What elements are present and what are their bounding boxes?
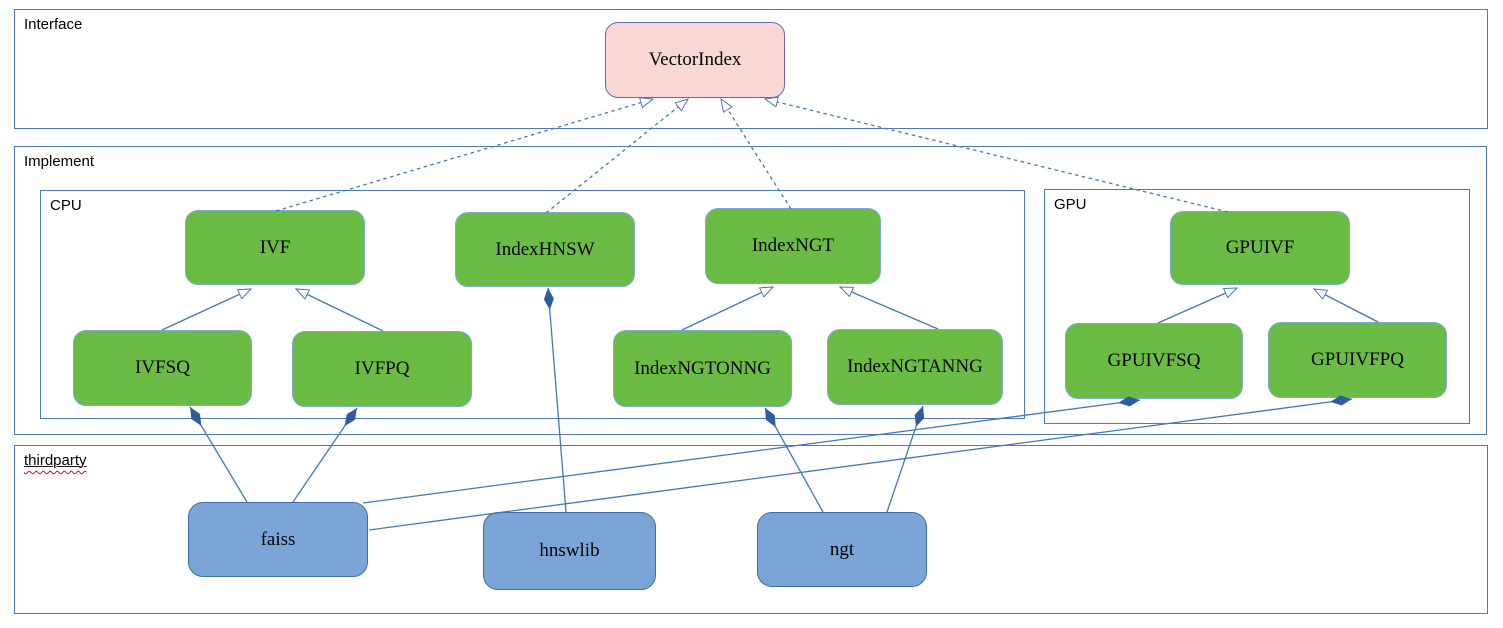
node-vectorindex: VectorIndex <box>605 22 785 98</box>
thirdparty-label: thirdparty <box>24 452 87 469</box>
node-vectorindex-label: VectorIndex <box>648 49 742 70</box>
node-ivf-label: IVF <box>259 236 291 258</box>
node-indexngtonng-label: IndexNGTONNG <box>634 357 771 379</box>
node-hnswlib: hnswlib <box>483 512 656 590</box>
node-indexngtanng-label: IndexNGTANNG <box>847 356 983 377</box>
node-faiss: faiss <box>188 502 368 577</box>
node-indexngtonng: IndexNGTONNG <box>613 330 792 407</box>
node-gpuivf-label: GPUIVF <box>1225 237 1295 258</box>
cpu-label: CPU <box>50 197 82 214</box>
node-faiss-label: faiss <box>260 528 296 550</box>
node-ivfsq-label: IVFSQ <box>135 357 190 378</box>
interface-label: Interface <box>24 16 83 33</box>
node-gpuivfpq-label: GPUIVFPQ <box>1311 349 1404 370</box>
node-ngt-label: ngt <box>829 538 855 560</box>
node-ngt: ngt <box>757 512 927 587</box>
node-hnswlib-label: hnswlib <box>539 540 600 561</box>
node-gpuivfsq: GPUIVFSQ <box>1065 323 1243 399</box>
node-ivf: IVF <box>185 210 365 285</box>
node-indexngt-label: IndexNGT <box>751 235 835 256</box>
node-gpuivfpq: GPUIVFPQ <box>1268 322 1447 398</box>
gpu-label: GPU <box>1054 196 1087 213</box>
implement-label: Implement <box>24 153 95 170</box>
node-indexngt: IndexNGT <box>705 208 881 284</box>
node-indexngtanng: IndexNGTANNG <box>827 329 1003 405</box>
node-ivfpq: IVFPQ <box>292 331 472 407</box>
node-ivfpq-label: IVFPQ <box>354 358 410 379</box>
node-gpuivfsq-label: GPUIVFSQ <box>1107 350 1201 371</box>
node-indexhnsw: IndexHNSW <box>455 212 635 287</box>
node-ivfsq: IVFSQ <box>73 330 252 406</box>
node-gpuivf: GPUIVF <box>1170 211 1350 285</box>
node-indexhnsw-label: IndexHNSW <box>495 238 595 260</box>
